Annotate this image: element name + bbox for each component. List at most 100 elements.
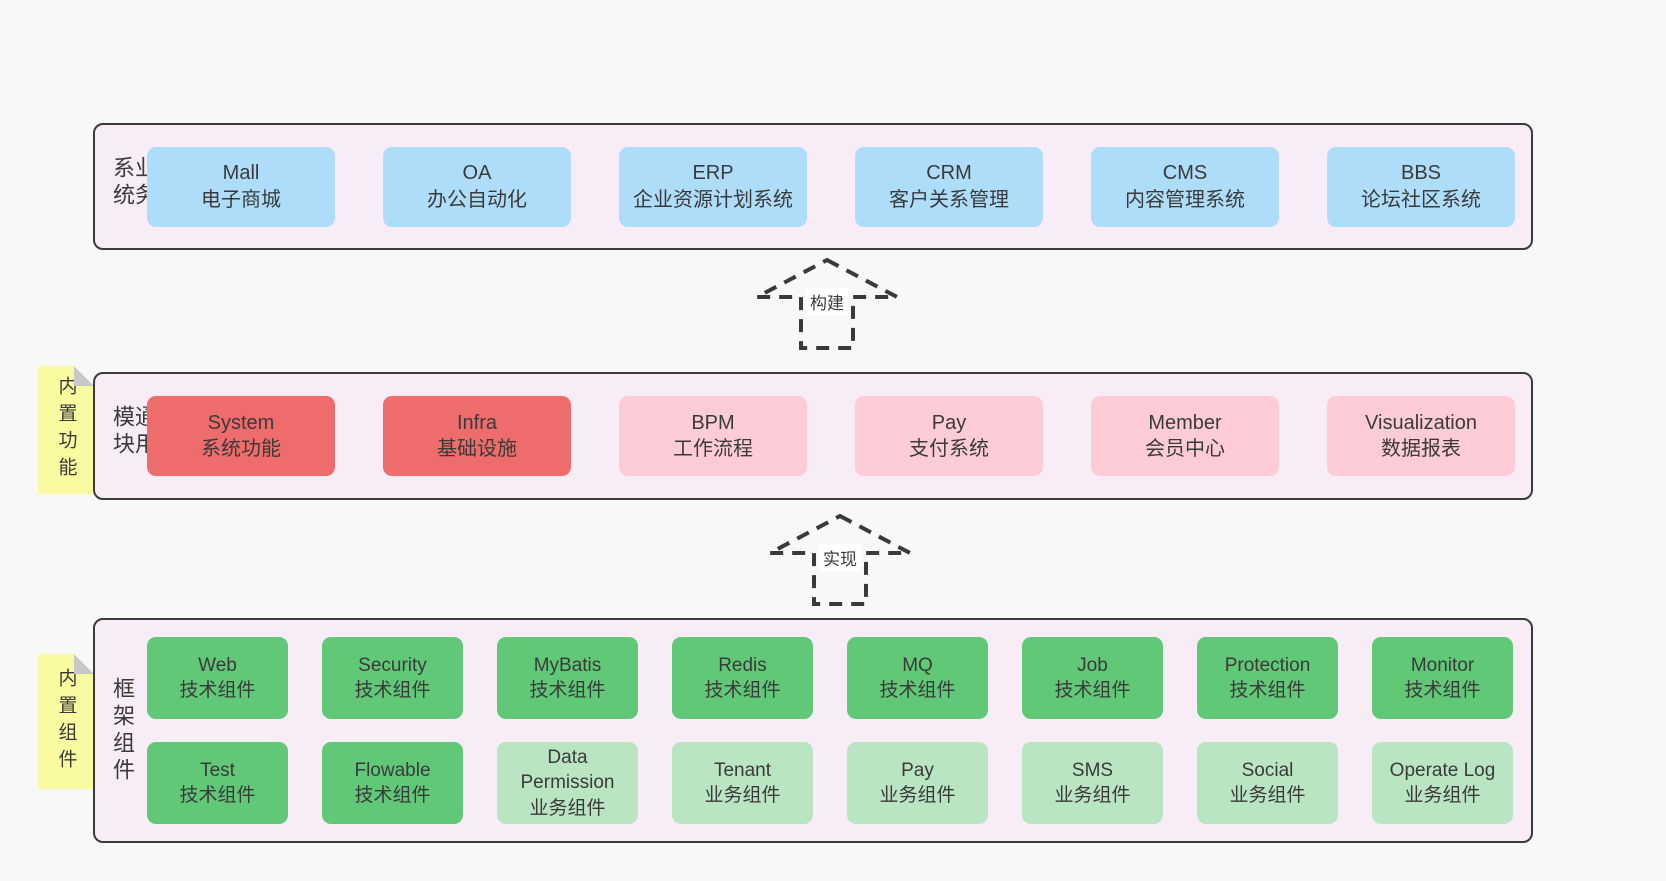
box-title: Security	[358, 654, 427, 676]
box-title: Infra	[456, 411, 498, 434]
box-title: Operate Log	[1389, 759, 1496, 781]
box-protection: Protection 技术组件	[1197, 637, 1338, 719]
box-test: Test 技术组件	[147, 742, 288, 824]
box-system: System 系统功能	[147, 396, 335, 476]
box-subtitle: 技术组件	[354, 680, 431, 701]
box-mq: MQ 技术组件	[847, 637, 988, 719]
box-title: BPM	[691, 411, 735, 434]
box-data-permission: Data Permission 业务组件	[497, 742, 638, 824]
box-security: Security 技术组件	[322, 637, 463, 719]
box-subtitle: 技术组件	[1404, 680, 1481, 701]
box-bbs: BBS 论坛社区系统	[1327, 146, 1515, 227]
box-subtitle: 技术组件	[704, 680, 781, 701]
box-subtitle: 技术组件	[179, 785, 256, 806]
folded-corner-icon	[74, 654, 94, 674]
box-subtitle: 工作流程	[673, 438, 753, 460]
box-title: ERP	[692, 162, 734, 185]
panel-common-modules: 通用模块 System 系统功能 Infra 基础设施 BPM 工作流程 Pay…	[93, 372, 1533, 500]
box-mall: Mall 电子商城	[147, 146, 335, 227]
box-title: Protection	[1224, 654, 1311, 676]
box-subtitle: 技术组件	[879, 680, 956, 701]
box-title: System	[207, 411, 275, 434]
box-subtitle: 业务组件	[529, 797, 606, 819]
box-pay-component: Pay 业务组件	[847, 742, 988, 824]
arrow-implement-label: 实现	[819, 544, 861, 571]
arrow-implement: 实现	[767, 513, 913, 607]
box-subtitle: 论坛社区系统	[1361, 188, 1481, 211]
box-title: Social	[1241, 759, 1294, 781]
box-title: Flowable	[354, 759, 431, 781]
box-subtitle: 企业资源计划系统	[633, 188, 793, 211]
box-subtitle: 会员中心	[1145, 438, 1225, 460]
box-title: Member	[1148, 411, 1222, 434]
box-title: BBS	[1400, 162, 1442, 185]
box-title: MyBatis	[533, 654, 602, 676]
box-mybatis: MyBatis 技术组件	[497, 637, 638, 719]
box-title: CMS	[1162, 162, 1208, 185]
arrow-build: 构建	[754, 257, 900, 351]
box-flowable: Flowable 技术组件	[322, 742, 463, 824]
box-subtitle: 业务组件	[1404, 785, 1481, 806]
box-title: MQ	[902, 654, 933, 676]
box-subtitle: 内容管理系统	[1125, 188, 1245, 211]
box-pay-module: Pay 支付系统	[855, 396, 1043, 476]
panel-framework-components: 框架组件 Web 技术组件 Security 技术组件 MyBatis 技术组件…	[93, 618, 1533, 843]
box-subtitle: 技术组件	[179, 680, 256, 701]
box-oa: OA 办公自动化	[383, 146, 571, 227]
framework-components-rows: Web 技术组件 Security 技术组件 MyBatis 技术组件 Redi…	[147, 620, 1513, 841]
box-social: Social 业务组件	[1197, 742, 1338, 824]
box-subtitle: 业务组件	[1229, 785, 1306, 806]
box-title: Pay	[931, 411, 967, 434]
panel-business-systems: 业务系统 Mall 电子商城 OA 办公自动化 ERP 企业资源计划系统 CRM…	[93, 123, 1533, 250]
box-subtitle: 基础设施	[437, 438, 517, 460]
tag-built-in-features: 内置功能	[38, 366, 94, 494]
tag-built-in-components: 内置组件	[38, 654, 94, 789]
box-subtitle: 技术组件	[1229, 680, 1306, 701]
box-subtitle: 电子商城	[201, 188, 281, 211]
box-subtitle: 业务组件	[704, 785, 781, 806]
box-title: Monitor	[1410, 654, 1475, 676]
box-member: Member 会员中心	[1091, 396, 1279, 476]
box-job: Job 技术组件	[1022, 637, 1163, 719]
box-subtitle: 客户关系管理	[889, 188, 1009, 211]
box-monitor: Monitor 技术组件	[1372, 637, 1513, 719]
common-modules-row: System 系统功能 Infra 基础设施 BPM 工作流程 Pay 支付系统…	[147, 374, 1515, 498]
framework-row-1: Web 技术组件 Security 技术组件 MyBatis 技术组件 Redi…	[147, 637, 1513, 719]
box-subtitle: 业务组件	[879, 785, 956, 806]
box-subtitle: 系统功能	[201, 438, 281, 460]
box-subtitle: 数据报表	[1381, 438, 1461, 460]
box-subtitle: 技术组件	[529, 680, 606, 701]
box-crm: CRM 客户关系管理	[855, 146, 1043, 227]
box-title: SMS	[1071, 759, 1114, 781]
business-systems-row: Mall 电子商城 OA 办公自动化 ERP 企业资源计划系统 CRM 客户关系…	[147, 125, 1515, 248]
box-subtitle: 技术组件	[354, 785, 431, 806]
box-subtitle: 业务组件	[1054, 785, 1131, 806]
box-bpm: BPM 工作流程	[619, 396, 807, 476]
folded-corner-icon	[74, 366, 94, 386]
box-title: Pay	[901, 759, 934, 781]
box-title: Redis	[718, 654, 767, 676]
box-operate-log: Operate Log 业务组件	[1372, 742, 1513, 824]
box-subtitle: 支付系统	[909, 438, 989, 460]
box-title: Data Permission	[520, 747, 615, 794]
box-subtitle: 技术组件	[1054, 680, 1131, 701]
box-title: CRM	[926, 162, 972, 185]
box-erp: ERP 企业资源计划系统	[619, 146, 807, 227]
tag-built-in-features-label: 内置功能	[55, 376, 77, 484]
box-title: Mall	[222, 162, 260, 185]
box-title: OA	[462, 162, 492, 185]
box-infra: Infra 基础设施	[383, 396, 571, 476]
box-cms: CMS 内容管理系统	[1091, 146, 1279, 227]
up-arrow-icon	[756, 257, 898, 350]
tag-built-in-components-label: 内置组件	[55, 667, 77, 776]
box-title: Visualization	[1365, 411, 1477, 434]
up-arrow-icon	[769, 513, 911, 606]
box-tenant: Tenant 业务组件	[672, 742, 813, 824]
box-visualization: Visualization 数据报表	[1327, 396, 1515, 476]
framework-components-label: 框架组件	[110, 676, 135, 785]
box-redis: Redis 技术组件	[672, 637, 813, 719]
box-title: Test	[200, 759, 235, 781]
box-subtitle: 办公自动化	[427, 188, 527, 211]
box-title: Job	[1077, 654, 1108, 676]
